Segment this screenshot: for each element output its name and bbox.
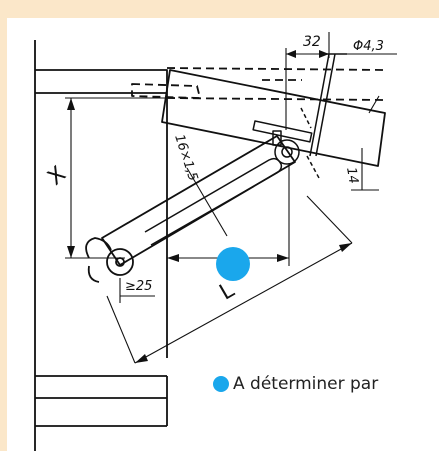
dim-l-label: L — [215, 277, 239, 305]
drawing-panel: 32 Φ4,3 16×1,5 14 X ≥25 L A déterminer p… — [7, 18, 439, 451]
legend-dot — [213, 376, 229, 392]
strut-slot — [144, 157, 283, 246]
stay-strut — [101, 135, 296, 266]
open-lid — [161, 69, 386, 167]
dim-14-label: 14 — [343, 166, 361, 185]
dim-phi-label: Φ4,3 — [353, 39, 384, 54]
cabinet-wall — [34, 40, 168, 451]
dim-min25-label: ≥25 — [125, 279, 152, 294]
closed-lid — [131, 67, 386, 101]
dim-slot-label: 16×1,5 — [171, 133, 200, 183]
base-pivot — [85, 237, 134, 283]
arrowheads — [67, 50, 352, 363]
dimension-lines — [65, 32, 397, 364]
technical-drawing: 32 Φ4,3 16×1,5 14 X ≥25 L — [34, 32, 397, 451]
legend-text: A déterminer par — [233, 374, 379, 394]
dim-x-label: X — [43, 162, 71, 191]
hinge-hardware — [252, 107, 320, 179]
marker-dot — [216, 247, 250, 281]
legend: A déterminer par — [213, 371, 378, 397]
dim-32-label: 32 — [303, 34, 321, 50]
